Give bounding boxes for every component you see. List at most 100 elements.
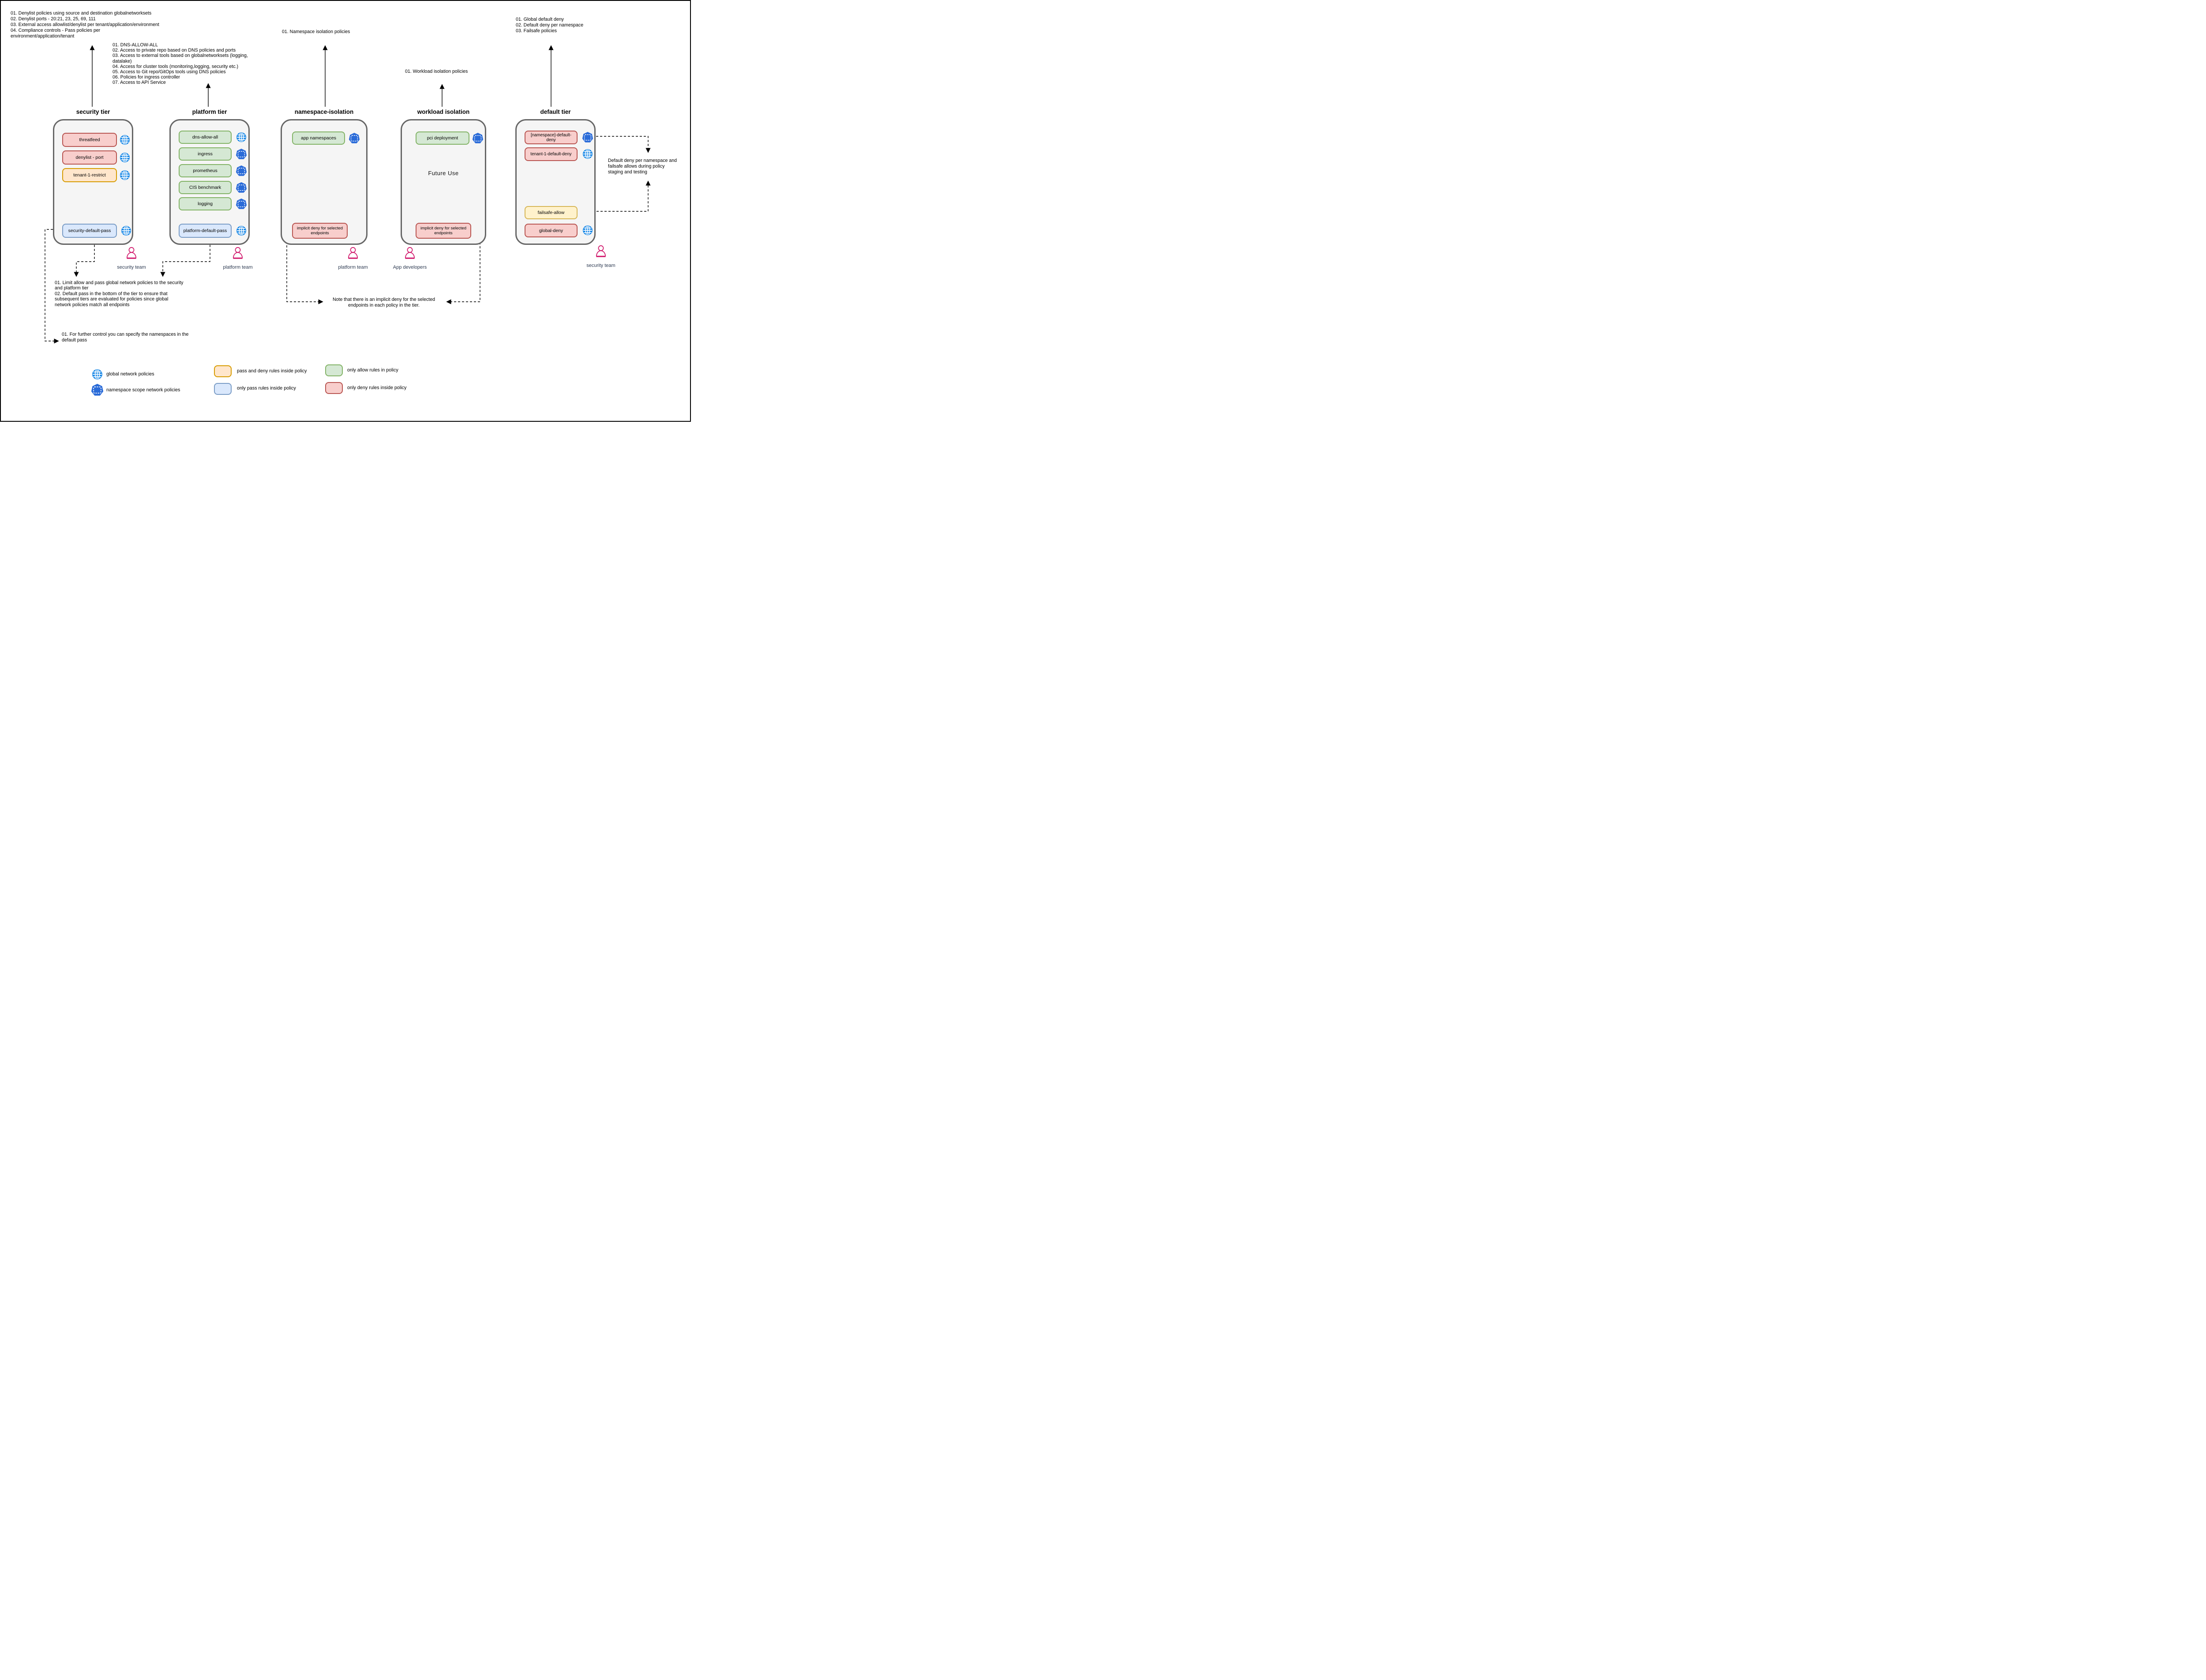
note-line: 01. Global default deny	[516, 17, 564, 22]
note-line: 07. Access to API Service	[113, 80, 166, 86]
legend-label-pass-deny: pass and deny rules inside policy	[237, 368, 307, 374]
policy-box-prometheus: prometheus	[179, 164, 232, 177]
legend-swatch-only-deny	[325, 382, 343, 394]
limit-allow-pass-note: 01. Limit allow and pass global network …	[55, 280, 205, 308]
namespace-scope-icon	[349, 133, 360, 143]
policy-box-global-deny: global-deny	[525, 224, 578, 237]
tier-container-namespace-isolation: app namespaces implicit deny for selecte…	[281, 119, 368, 245]
note-line: network policies match all endpoints	[55, 302, 130, 308]
note-line: failsafe allows during policy	[608, 164, 665, 169]
policy-box-tenant-1-default-deny: tenant-1-default-deny	[525, 147, 578, 161]
legend-label-global: global network policies	[106, 371, 154, 377]
tier-title-namespace-isolation: namespace-isolation	[294, 109, 354, 115]
note-line: subsequent tiers are evaluated for polic…	[55, 296, 169, 302]
note-line: environment/application/tenant	[11, 34, 75, 39]
globe-icon	[92, 369, 103, 380]
globe-icon	[582, 225, 593, 236]
connector-security-tier-to-limit-note	[74, 245, 95, 277]
policy-box-pci-deployment: pci deployment	[416, 131, 469, 145]
legend-swatch-only-allow	[325, 364, 343, 376]
note-line: 01. DNS-ALLOW-ALL	[113, 42, 158, 48]
namespace-scope-icon	[236, 182, 247, 193]
note-line: endpoints in each policy in the tier.	[348, 302, 420, 308]
person-icon	[125, 246, 138, 260]
person-icon	[231, 246, 244, 260]
tier-title-default: default tier	[540, 109, 571, 115]
further-control-note: 01. For further control you can specify …	[62, 332, 212, 343]
namespace-isolation-top-note: 01. Namespace isolation policies	[282, 29, 350, 34]
namespace-scope-icon	[91, 384, 103, 396]
note-line: 05. Access to Git repo/GitOps tools usin…	[113, 69, 226, 75]
note-line: 03. Failsafe policies	[516, 28, 557, 34]
tier-title-workload-isolation: workload isolation	[417, 109, 470, 115]
policy-box-app-namespaces: app namespaces	[292, 131, 345, 145]
person-icon	[346, 246, 360, 260]
policy-box-dns-allow-all: dns-allow-all	[179, 131, 232, 144]
globe-icon	[236, 225, 247, 236]
workload-isolation-top-note: 01. Workload isolation policies	[405, 69, 468, 74]
globe-icon	[582, 149, 593, 159]
default-tier-top-note: 01. Global default deny 02. Default deny…	[516, 17, 613, 34]
platform-tier-top-note: 01. DNS-ALLOW-ALL 02. Access to private …	[113, 42, 263, 86]
person-icon	[594, 244, 608, 259]
globe-icon	[236, 132, 247, 142]
team-label-platform-1: platform team	[223, 265, 253, 270]
tier-title-platform: platform tier	[192, 109, 227, 115]
note-line: 01. Limit allow and pass global network …	[55, 280, 184, 285]
staging-testing-note: Default deny per namespace and failsafe …	[608, 158, 687, 175]
policy-box-failsafe-allow: failsafe-allow	[525, 206, 578, 219]
note-line: 02. Default deny per namespace	[516, 22, 584, 28]
tier-container-default: [namespace]-default-deny tenant-1-defaul…	[515, 119, 596, 245]
connector-namespace-default-deny-to-staging-note	[592, 136, 651, 153]
tier-container-platform: dns-allow-all ingress prometheus CIS ben…	[169, 119, 250, 245]
globe-icon	[120, 135, 130, 145]
namespace-scope-icon	[473, 133, 483, 143]
namespace-scope-icon	[236, 199, 247, 209]
legend-label-namespace: namespace scope network policies	[106, 387, 180, 393]
note-line: 01. Denylist policies using source and d…	[11, 11, 152, 16]
note-line: and platform tier	[55, 285, 89, 291]
note-line: 03. Access to external tools based on gl…	[113, 53, 248, 64]
note-line: default pass	[62, 338, 87, 343]
note-line: 03. External access allowlist/denylist p…	[11, 22, 159, 27]
policy-box-logging: logging	[179, 197, 232, 210]
network-policy-tiers-diagram: 01. Denylist policies using source and d…	[0, 0, 691, 422]
policy-box-tenant-1-restrict: tenant-1-restrict	[62, 168, 117, 182]
note-line: 02. Default pass in the bottom of the ti…	[55, 291, 168, 296]
tier-container-security: threatfeed denylist - port tenant-1-rest…	[53, 119, 133, 245]
team-label-platform-2: platform team	[338, 265, 368, 270]
note-line: 04. Access for cluster tools (monitoring…	[113, 64, 238, 69]
note-line: 02. Denylist ports - 20:21, 23, 25, 69, …	[11, 16, 96, 22]
team-label-app-developers: App developers	[393, 265, 427, 270]
policy-box-denylist-port: denylist - port	[62, 150, 117, 165]
person-icon	[403, 246, 416, 260]
globe-icon	[121, 225, 131, 236]
namespace-scope-icon	[236, 149, 247, 159]
globe-icon	[120, 170, 130, 180]
policy-box-implicit-deny-ns: implicit deny for selected endpoints	[292, 223, 348, 239]
note-line: Note that there is an implicit deny for …	[332, 297, 435, 302]
note-line: staging and testing	[608, 169, 647, 175]
namespace-scope-icon	[236, 165, 247, 176]
policy-box-threatfeed: threatfeed	[62, 133, 117, 147]
note-line: 01. For further control you can specify …	[62, 332, 189, 337]
legend-label-only-pass: only pass rules inside policy	[237, 386, 296, 391]
legend-label-only-deny: only deny rules inside policy	[347, 385, 407, 390]
tier-container-workload-isolation: pci deployment Future Use implicit deny …	[401, 119, 486, 245]
note-line: Default deny per namespace and	[608, 158, 677, 163]
team-label-security-1: security team	[117, 265, 146, 270]
policy-box-implicit-deny-wl: implicit deny for selected endpoints	[416, 223, 471, 239]
security-tier-top-note: 01. Denylist policies using source and d…	[11, 11, 183, 39]
policy-box-cis-benchmark: CIS benchmark	[179, 181, 232, 194]
policy-box-ingress: ingress	[179, 147, 232, 161]
note-line: 02. Access to private repo based on DNS …	[113, 48, 236, 53]
implicit-deny-note: Note that there is an implicit deny for …	[320, 297, 448, 308]
policy-box-security-default-pass: security-default-pass	[62, 224, 117, 238]
legend-swatch-only-pass	[214, 383, 232, 395]
namespace-scope-icon	[582, 132, 593, 142]
note-line: 04. Compliance controls - Pass policies …	[11, 28, 101, 33]
note-line: 06. Policies for ingress controller	[113, 75, 180, 80]
connector-platform-tier-to-limit-note	[160, 245, 210, 277]
future-use-label: Future Use	[428, 170, 459, 176]
policy-box-namespace-default-deny: [namespace]-default-deny	[525, 131, 578, 144]
